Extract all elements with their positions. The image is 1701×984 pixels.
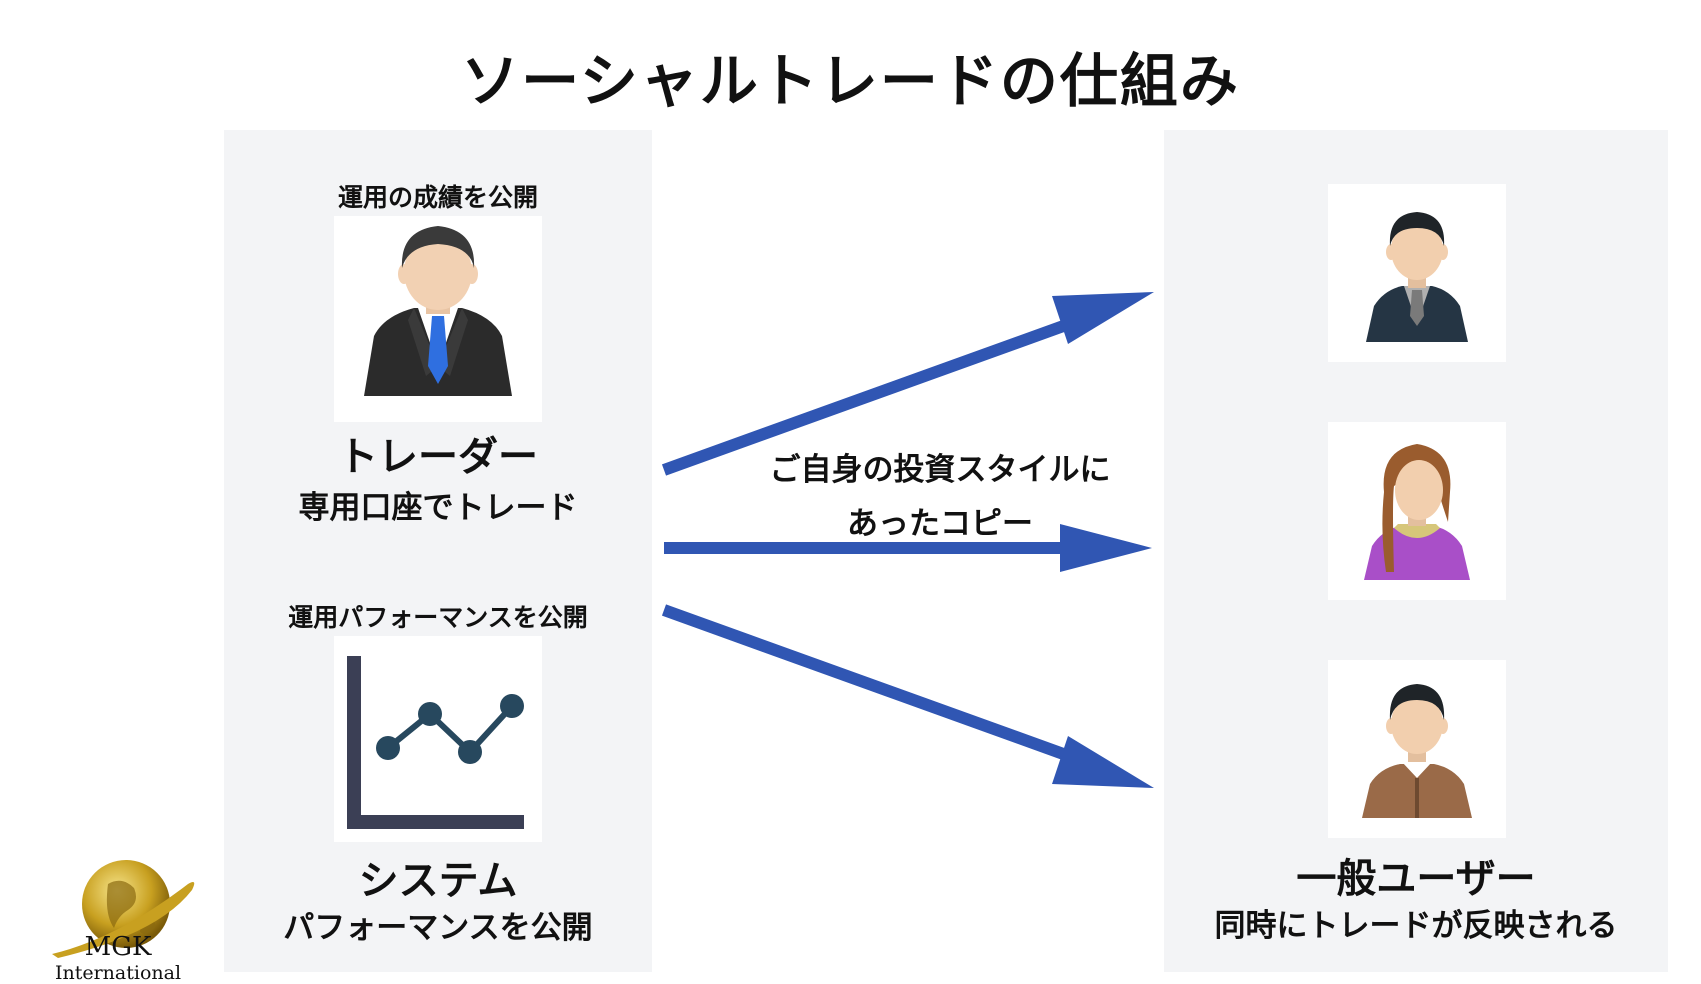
trader-card	[334, 216, 542, 422]
arrow-middle	[664, 524, 1152, 572]
trader-top-caption: 運用の成績を公開	[337, 183, 538, 212]
line-chart-icon	[347, 656, 524, 829]
user-card-3	[1328, 660, 1506, 838]
user-man-suit-icon	[1366, 212, 1468, 342]
logo-text-international: International	[54, 962, 182, 984]
user-name: 一般ユーザー	[1296, 856, 1536, 902]
businessman-icon	[364, 226, 512, 396]
user-sub: 同時にトレードが反映される	[1214, 908, 1618, 944]
system-card	[334, 636, 542, 842]
user-man-casual-icon	[1362, 684, 1472, 818]
arrow-lower	[661, 604, 1154, 788]
center-text-line2: あったコピー	[847, 506, 1033, 542]
system-top-caption: 運用パフォーマンスを公開	[288, 603, 588, 632]
arrow-upper	[661, 292, 1154, 476]
user-woman-icon	[1364, 444, 1470, 580]
user-card-1	[1328, 184, 1506, 362]
center-text-line1: ご自身の投資スタイルに	[769, 452, 1111, 488]
trader-sub: 専用口座でトレード	[298, 490, 578, 526]
system-name: システム	[358, 858, 518, 904]
user-card-2	[1328, 422, 1506, 600]
trader-name: トレーダー	[338, 434, 538, 480]
system-sub: パフォーマンスを公開	[283, 910, 593, 946]
globe-logo-icon	[52, 860, 195, 958]
page-title: ソーシャルトレードの仕組み	[461, 47, 1240, 115]
logo-text-mgk: MGK	[84, 932, 152, 962]
